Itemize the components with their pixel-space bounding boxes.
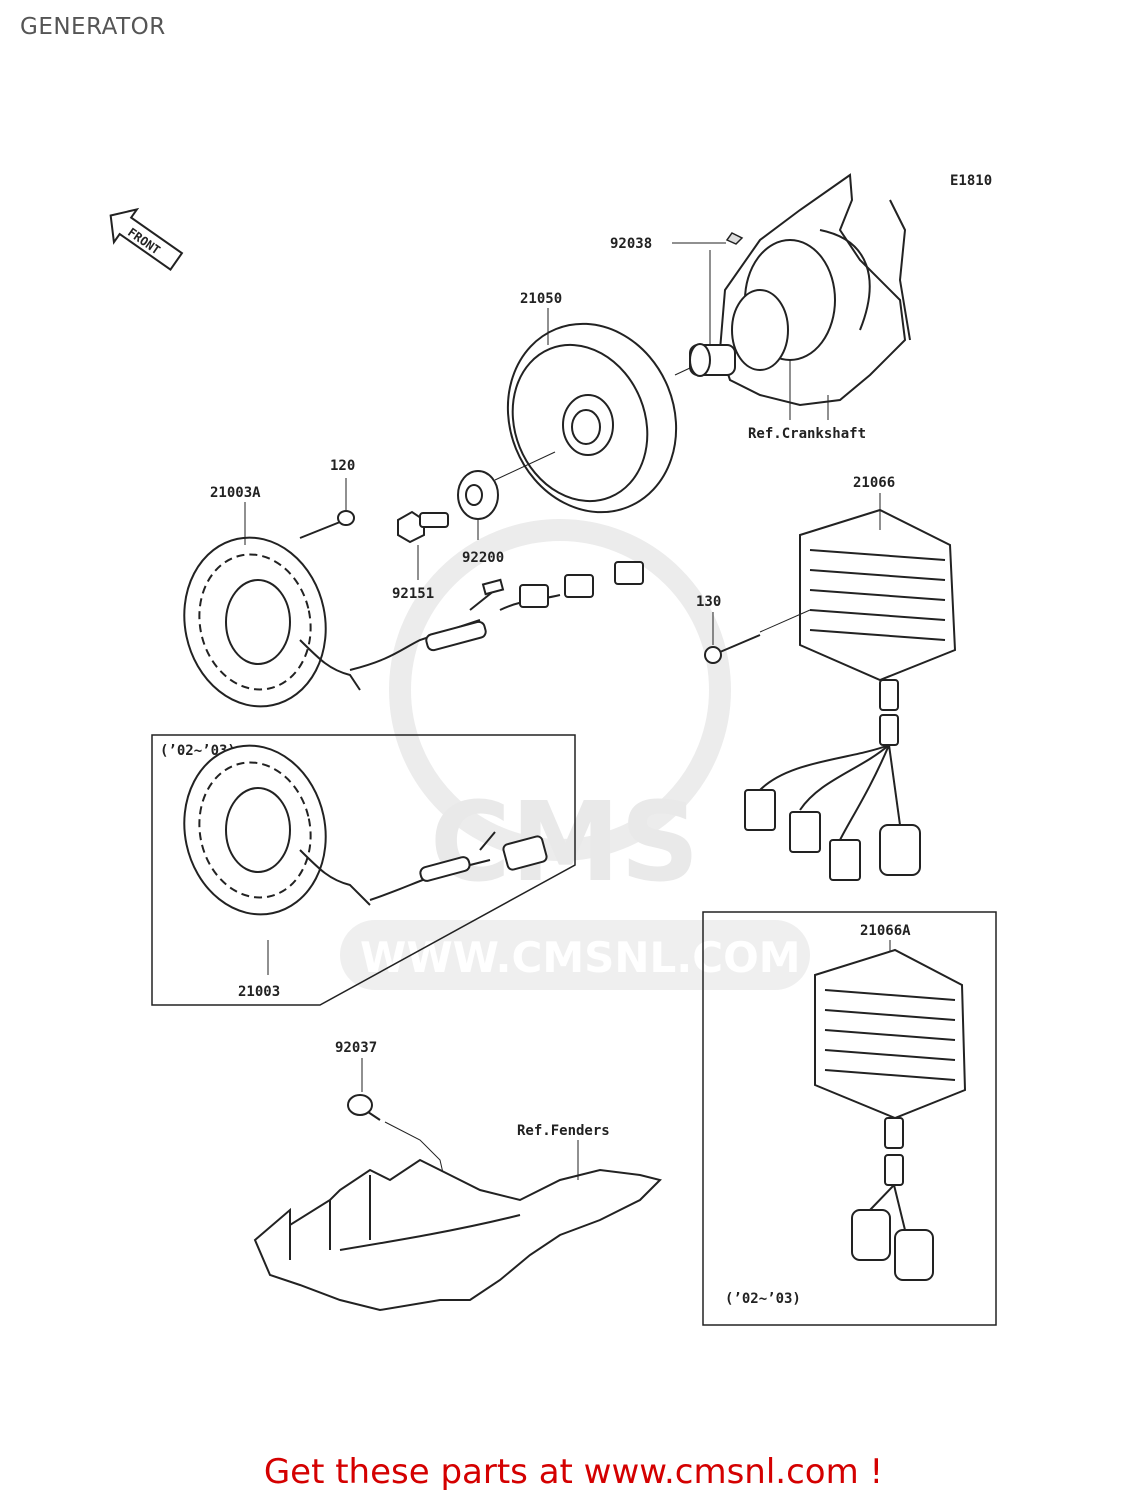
regulator-21066	[744, 508, 957, 881]
washer-92200	[457, 470, 499, 520]
flywheel-21050	[506, 322, 678, 514]
label-ref-crankshaft: Ref.Crankshaft	[748, 426, 866, 442]
screw-120	[299, 510, 355, 539]
page-title: GENERATOR	[20, 14, 166, 40]
variant-box-stator	[151, 734, 576, 1006]
label-130: 130	[696, 594, 721, 610]
label-21003: 21003	[238, 984, 280, 1000]
label-21066A: 21066A	[860, 923, 911, 939]
label-92200: 92200	[462, 550, 504, 566]
key-92038	[725, 232, 744, 245]
label-regulator-years: (’02~’03)	[725, 1291, 801, 1307]
label-21050: 21050	[520, 291, 562, 307]
watermark: CMS WWW.CMSNL.COM	[340, 519, 810, 990]
stator-21003	[183, 744, 548, 916]
fender	[253, 1158, 662, 1312]
stator-21003A	[183, 536, 644, 708]
label-ref-fenders: Ref.Fenders	[517, 1123, 610, 1139]
label-21066: 21066	[853, 475, 895, 491]
footer-link-text[interactable]: Get these parts at www.cmsnl.com !	[263, 1452, 884, 1492]
bolt-92151	[397, 510, 449, 544]
screw-130	[704, 634, 761, 664]
label-92037: 92037	[335, 1040, 377, 1056]
watermark-brand: CMS	[430, 778, 699, 906]
front-arrow-icon: FRONT	[109, 207, 184, 271]
label-21003A: 21003A	[210, 485, 261, 501]
label-92151: 92151	[392, 586, 434, 602]
watermark-url: WWW.CMSNL.COM	[360, 933, 801, 982]
regulator-21066A	[814, 948, 967, 1281]
clamp-92037	[347, 1094, 381, 1121]
label-92038: 92038	[610, 236, 652, 252]
label-120: 120	[330, 458, 355, 474]
crankshaft	[689, 173, 911, 407]
variant-box-regulator	[702, 911, 997, 1326]
diagram-code: E1810	[950, 173, 992, 189]
